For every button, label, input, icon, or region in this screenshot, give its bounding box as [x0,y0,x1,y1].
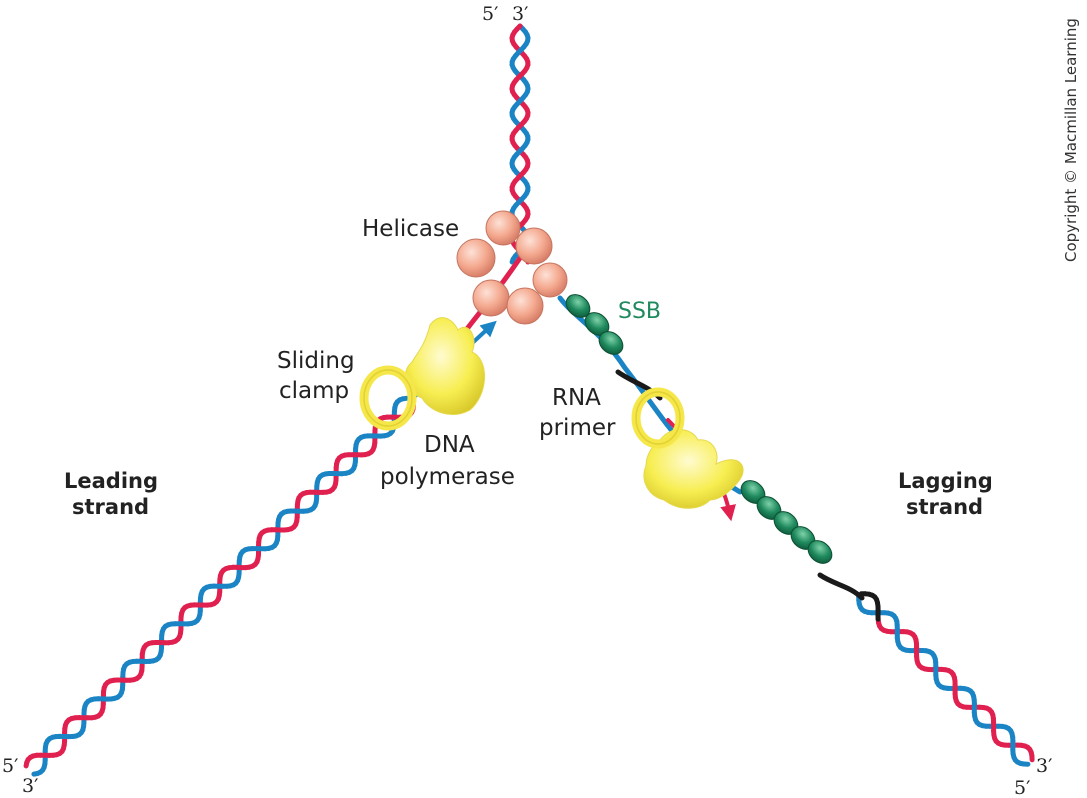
lagging-strand-label-line2: strand [906,495,983,519]
top-3-prime-label: 3′ [512,3,528,25]
lagging-dna-polymerase [643,429,744,509]
lagging-sliding-clamp [631,387,685,449]
top-5-prime-label: 5′ [482,3,498,25]
leading-strand-label-line2: strand [72,495,149,519]
helicase-label: Helicase [362,216,459,242]
ssb-bead [598,331,624,355]
parent-duplex-segment [515,172,524,181]
leading-sliding-clamp [359,365,417,431]
dna-polymerase-label-line2: polymerase [380,464,515,490]
ssb-proteins [565,294,833,564]
dna-polymerase-label-line1: DNA [424,432,475,458]
parent-duplex-segment [513,74,522,83]
rna-primer-label-line1: RNA [552,385,601,411]
dna-helix-layer [23,23,1035,777]
leading-daughter-duplex-segment [31,771,40,777]
lagging-strand-label-line1: Lagging [898,469,993,493]
sliding-clamp-label-line1: Sliding [277,348,355,374]
rna-primer-label-line2: primer [539,415,616,441]
copyright-notice: Copyright © Macmillan Learning [1062,18,1080,262]
left-3-prime-label: 3′ [22,775,38,797]
right-3-prime-label: 3′ [1036,755,1052,777]
leading-strand-label-line1: Leading [64,469,158,493]
leading-dna-polymerase [404,317,485,415]
ssb-label: SSB [618,299,661,324]
sliding-clamp-label-line2: clamp [279,378,349,404]
helicase-protein [456,210,568,325]
parent-duplex-segment [514,98,523,107]
parent-duplex-segment [514,149,522,157]
parent-duplex-segment [515,122,524,131]
ssb-bead [807,540,833,564]
parent-duplex-segment [515,47,524,56]
right-5-prime-label: 5′ [1014,777,1030,798]
parent-duplex-segment [514,23,523,32]
left-5-prime-label: 5′ [2,755,18,777]
lagging-rna-primer-lower [817,572,865,601]
parent-duplex-segment [513,199,522,208]
leading-daughter-duplex-segment [400,395,409,402]
